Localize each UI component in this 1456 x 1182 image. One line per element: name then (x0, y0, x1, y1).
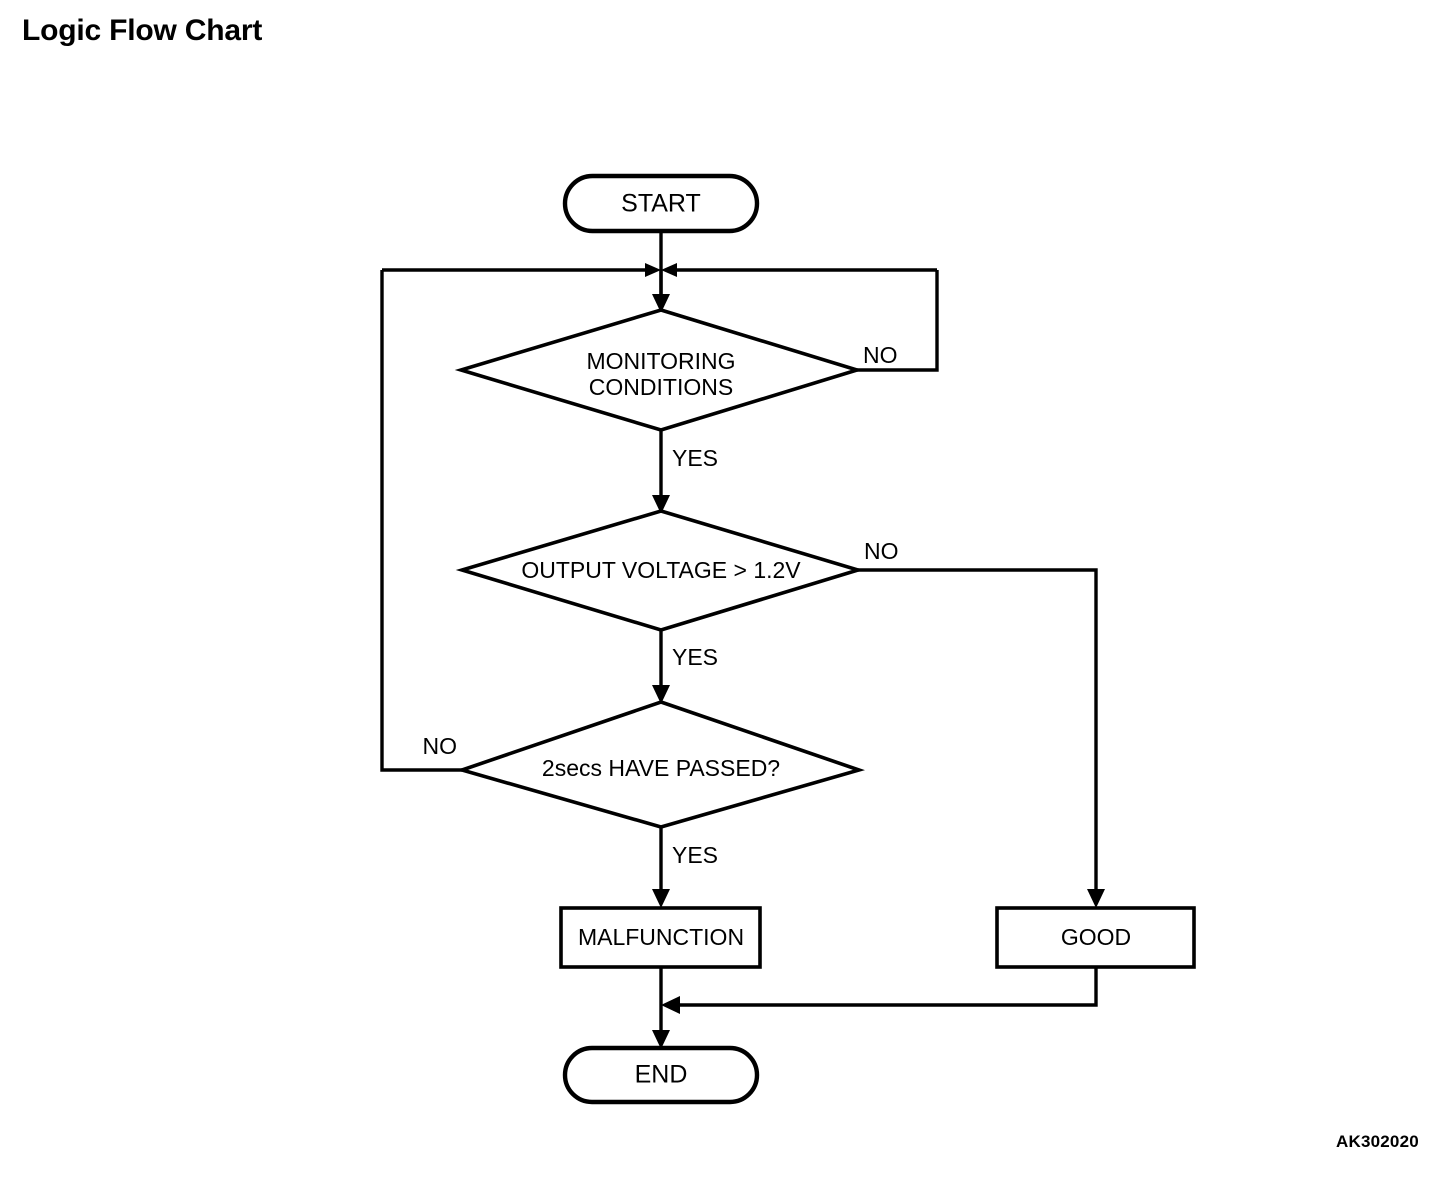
good-label: GOOD (1061, 924, 1131, 950)
page-title: Logic Flow Chart (22, 14, 263, 47)
edge-junction-merge (382, 263, 937, 277)
branch-label-monitoring-no: NO (863, 342, 898, 368)
start-terminator-shape (562, 173, 760, 234)
edge-voltage-yes (652, 630, 670, 704)
branch-label-timer-no: NO (423, 733, 458, 759)
branch-label-voltage-no: NO (864, 538, 899, 564)
end-terminator-shape (562, 1045, 760, 1105)
timer-label: 2secs HAVE PASSED? (542, 755, 780, 781)
malfunction-box-shape (559, 906, 762, 969)
arrow-head-into-timer (652, 685, 670, 704)
edge-line-monitoring-no (857, 270, 939, 372)
timer-decision-shape (455, 700, 865, 829)
edge-malfunction-to-end (652, 967, 670, 1049)
arrow-head-into-voltage (652, 495, 670, 514)
arrow-head-left-loop-into-junction (645, 263, 661, 277)
edge-timer-no-loop (380, 270, 462, 772)
edge-timer-yes (652, 827, 670, 908)
edge-line-voltage-no (858, 568, 1098, 897)
good-box-shape (995, 906, 1196, 969)
node-start[interactable]: START (562, 173, 760, 234)
node-monitoring-conditions[interactable]: MONITORING CONDITIONS (454, 308, 864, 432)
arrow-head-into-end (652, 1030, 670, 1049)
branch-label-timer-yes: YES (672, 842, 718, 868)
voltage-label: OUTPUT VOLTAGE > 1.2V (521, 557, 801, 583)
figure-code: AK302020 (1336, 1132, 1419, 1151)
start-label: START (621, 190, 701, 218)
arrow-head-right-loop-into-junction (661, 263, 677, 277)
arrow-head-into-malfunction (652, 889, 670, 908)
monitoring-decision-shape (454, 308, 864, 432)
edge-line-good-merge (672, 967, 1098, 1007)
node-timer-check[interactable]: 2secs HAVE PASSED? (455, 700, 865, 829)
end-label: END (635, 1061, 688, 1089)
branch-label-monitoring-yes: YES (672, 445, 718, 471)
node-malfunction[interactable]: MALFUNCTION (559, 906, 762, 969)
edge-line-timer-no (380, 270, 462, 772)
edge-voltage-no (858, 568, 1105, 908)
edge-junction-to-monitoring (652, 270, 670, 313)
edge-monitoring-yes (652, 430, 670, 514)
node-output-voltage[interactable]: OUTPUT VOLTAGE > 1.2V (455, 509, 865, 632)
monitoring-label-line2: CONDITIONS (589, 374, 733, 400)
arrow-head-into-good (1087, 889, 1105, 908)
edge-good-to-end-merge (661, 967, 1098, 1014)
edge-monitoring-no-loop (857, 270, 939, 372)
arrow-head-good-merge (661, 996, 680, 1014)
voltage-decision-shape (455, 509, 865, 632)
arrow-head-into-monitoring (652, 294, 670, 313)
node-end[interactable]: END (562, 1045, 760, 1105)
node-good[interactable]: GOOD (995, 906, 1196, 969)
malfunction-label: MALFUNCTION (578, 924, 744, 950)
branch-label-voltage-yes: YES (672, 644, 718, 670)
monitoring-label-line1: MONITORING (586, 348, 735, 374)
